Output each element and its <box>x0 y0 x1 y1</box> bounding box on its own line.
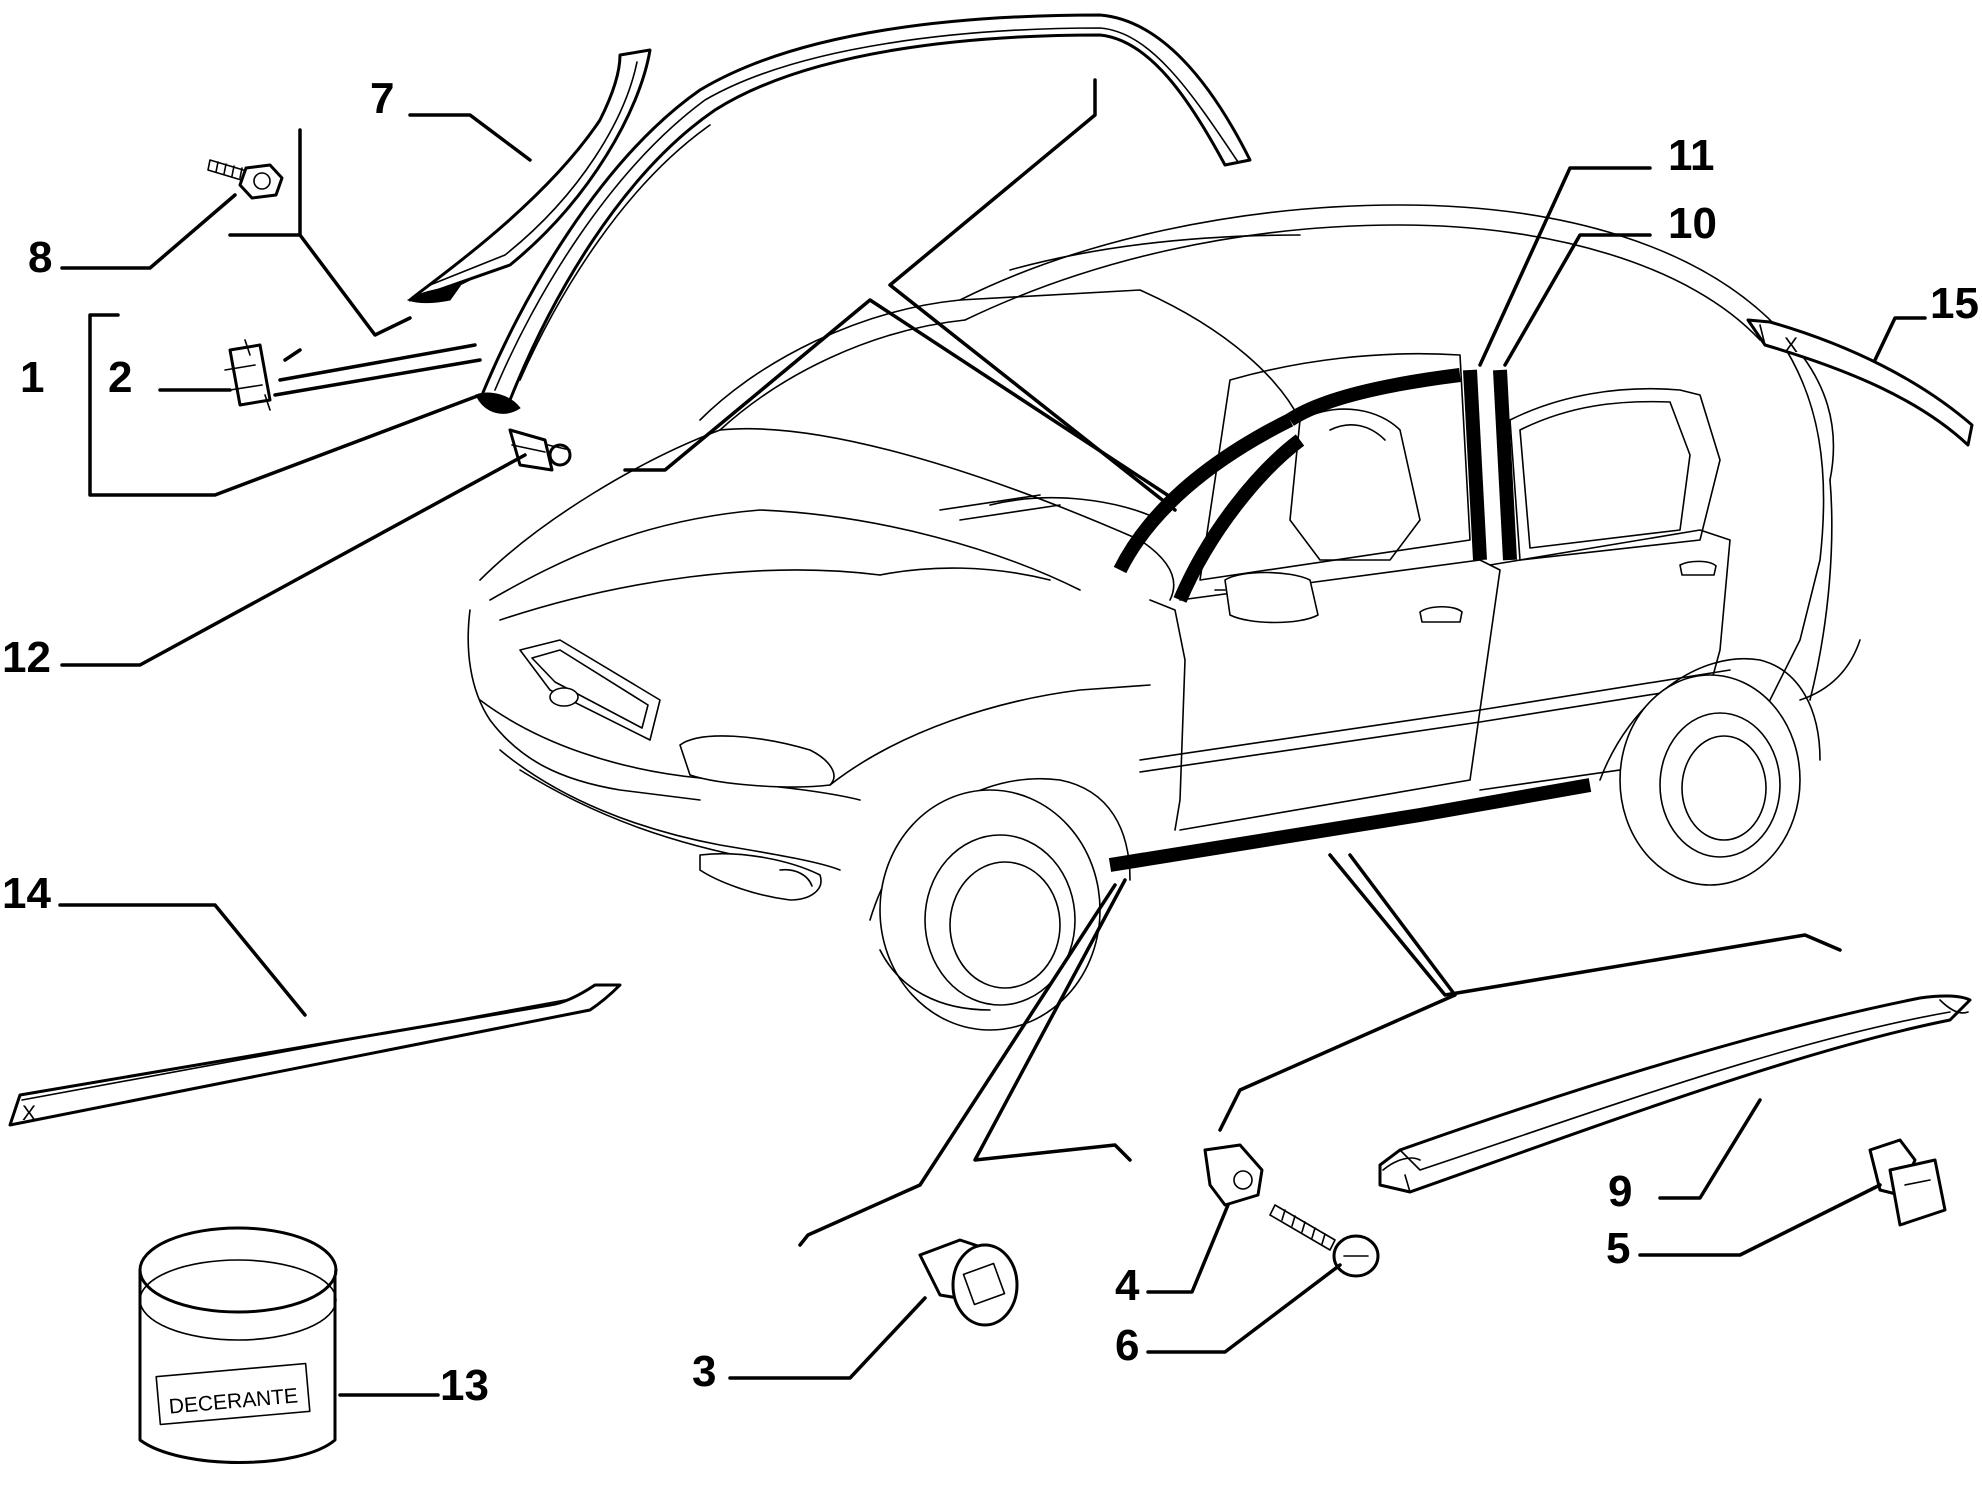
part-14-side-trim: X <box>8 983 622 1127</box>
callout-13: 13 <box>440 1361 489 1410</box>
callout-14: 14 <box>2 869 51 918</box>
callout-11: 11 <box>1668 131 1715 180</box>
part-1-roof-seal <box>475 13 1252 414</box>
part-15-rear-trim: X <box>1746 318 1974 447</box>
leader-lines <box>58 78 1927 1397</box>
part-8-bolt <box>207 159 284 200</box>
part-4-nut-clip <box>1203 1143 1264 1207</box>
trim-mark-14: X <box>22 1102 36 1125</box>
car-body <box>467 204 1861 1031</box>
callout-9: 9 <box>1608 1167 1632 1216</box>
part-3-plastic-clip <box>918 1238 1019 1327</box>
part-12-push-fastener <box>508 428 572 472</box>
callout-4: 4 <box>1115 1261 1140 1310</box>
callout-10: 10 <box>1668 199 1717 248</box>
car-seals <box>1108 368 1592 872</box>
callout-8: 8 <box>28 233 52 282</box>
callout-7: 7 <box>370 74 394 123</box>
part-5-push-clip <box>1868 1138 1947 1227</box>
callout-12: 12 <box>2 633 51 682</box>
callout-3: 3 <box>692 1347 716 1396</box>
part-2-clip <box>224 339 272 411</box>
part-6-screw <box>1269 1204 1380 1278</box>
part-9-sill-seal <box>1378 994 1972 1194</box>
part-13-decerante-jar: DECERANTE <box>138 1226 338 1464</box>
callout-15: 15 <box>1930 279 1979 328</box>
callout-5: 5 <box>1606 1224 1630 1273</box>
callout-labels: 1 2 3 4 5 6 7 8 9 10 11 12 13 14 15 <box>2 74 1979 1410</box>
callout-2: 2 <box>108 353 132 402</box>
trim-mark-15: X <box>1784 334 1798 357</box>
part-7-a-pillar-trim <box>406 48 652 304</box>
callout-6: 6 <box>1115 1321 1139 1370</box>
callout-1: 1 <box>20 353 44 402</box>
